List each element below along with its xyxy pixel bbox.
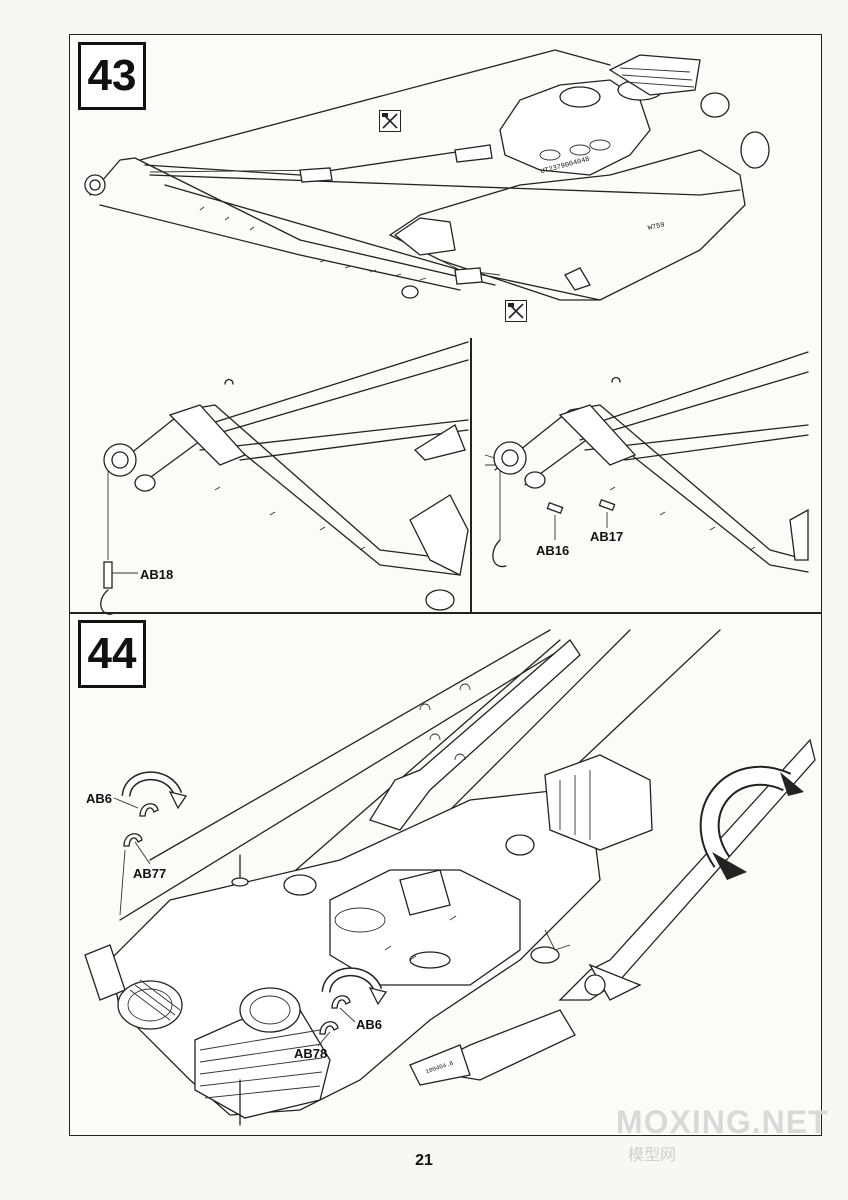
ab78-part [319,1021,339,1035]
step-divider [69,612,822,614]
page-number: 21 [415,1152,433,1169]
watermark-main: MOXING.NET [616,1104,829,1140]
rotate-arrow-icon [321,967,388,1006]
step-43-number: 43 [78,42,146,110]
watermark-sub: 模型网 [628,1147,677,1164]
part-label-ab17: AB17 [590,529,624,544]
detail-divider [470,338,472,612]
ab6-part-mid [331,995,351,1009]
ab6-part [139,803,159,817]
part-label-ab78: AB78 [294,1046,328,1061]
part-label-ab6-mid: AB6 [356,1017,383,1032]
part-label-ab77: AB77 [133,866,167,881]
part-label-ab18: AB18 [140,567,174,582]
part-label-ab16: AB16 [536,543,570,558]
part-label-ab6-top: AB6 [86,791,113,806]
step-44-number: 44 [78,620,146,688]
cut-parts-icon [379,110,401,132]
cut-parts-icon [505,300,527,322]
ab77-part [123,833,143,847]
rotate-arrow-icon [699,765,804,880]
rotate-arrow-icon [121,771,188,810]
